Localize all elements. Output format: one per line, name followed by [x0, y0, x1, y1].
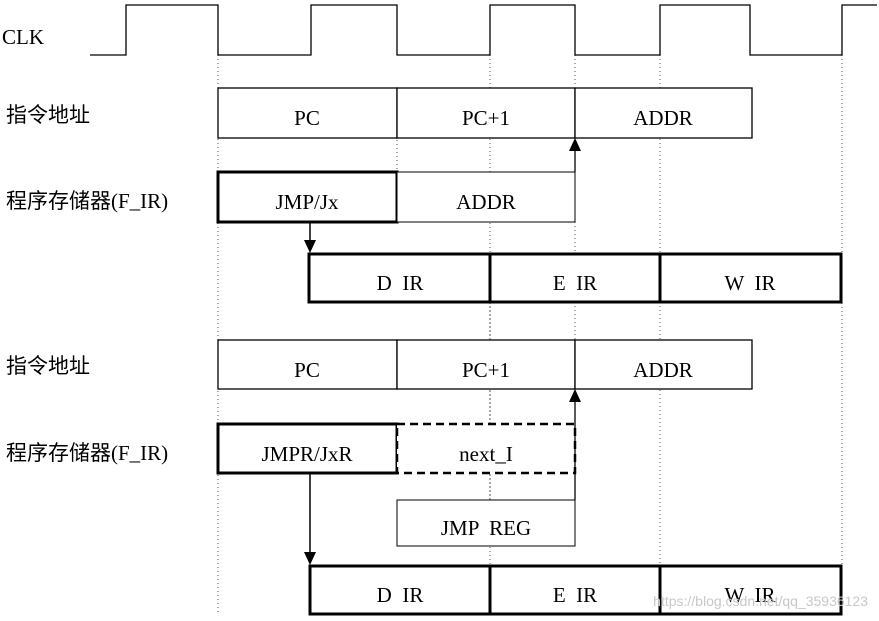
- address-cell-pc-plus-1-2: PC+1: [462, 358, 510, 382]
- pipeline-row-1: [307, 252, 843, 304]
- addr-feedback-arrowhead: [569, 138, 581, 151]
- address-cell-pc-plus-1: PC+1: [462, 106, 510, 130]
- memory-cell-jmp-box: [216, 170, 399, 224]
- watermark: https://blog.csdn.net/qq_35936123: [653, 593, 868, 609]
- pipeline-cell-d-ir-2: D IR: [377, 583, 424, 607]
- address-cell-addr: ADDR: [633, 106, 693, 130]
- jmp-reg-cell: JMP REG: [441, 516, 531, 540]
- jmp-to-dir-arrowhead: [304, 240, 316, 253]
- memory-cell-jmpr: JMPR/JxR: [261, 442, 352, 466]
- memory-cell-jmpr-box: [216, 422, 399, 475]
- jmp-reg-box: [396, 499, 576, 547]
- memory-cell-next-i: next_I: [459, 442, 513, 466]
- pipeline-cell-e-ir-2: E IR: [553, 583, 597, 607]
- clock-waveform: [90, 4, 877, 56]
- address-row-1: [217, 87, 753, 139]
- pipeline-cell-w-ir: W IR: [725, 271, 776, 295]
- memory-cell-addr-box: [396, 171, 576, 223]
- address-cell-addr-2: ADDR: [633, 358, 693, 382]
- pipeline-row-2: [308, 564, 843, 616]
- instruction-address-label-2: 指令地址: [6, 354, 90, 378]
- pipeline-cell-d-ir: D IR: [377, 271, 424, 295]
- address-cell-pc-2: PC: [294, 358, 320, 382]
- pipeline-cell-e-ir: E IR: [553, 271, 597, 295]
- instruction-address-label: 指令地址: [6, 103, 90, 127]
- memory-cell-addr: ADDR: [456, 190, 516, 214]
- jmpr-to-dir-arrowhead: [304, 552, 316, 565]
- program-memory-label-2: 程序存储器(F_IR): [6, 441, 168, 465]
- clk-label: CLK: [2, 25, 44, 49]
- jmp-reg-feedback-arrowhead: [569, 389, 581, 402]
- memory-cell-jmp: JMP/Jx: [275, 190, 339, 214]
- address-row-2: [217, 339, 753, 390]
- address-cell-pc: PC: [294, 106, 320, 130]
- pipeline-cell-w-ir-2: W IR: [725, 583, 776, 607]
- program-memory-label: 程序存储器(F_IR): [6, 189, 168, 213]
